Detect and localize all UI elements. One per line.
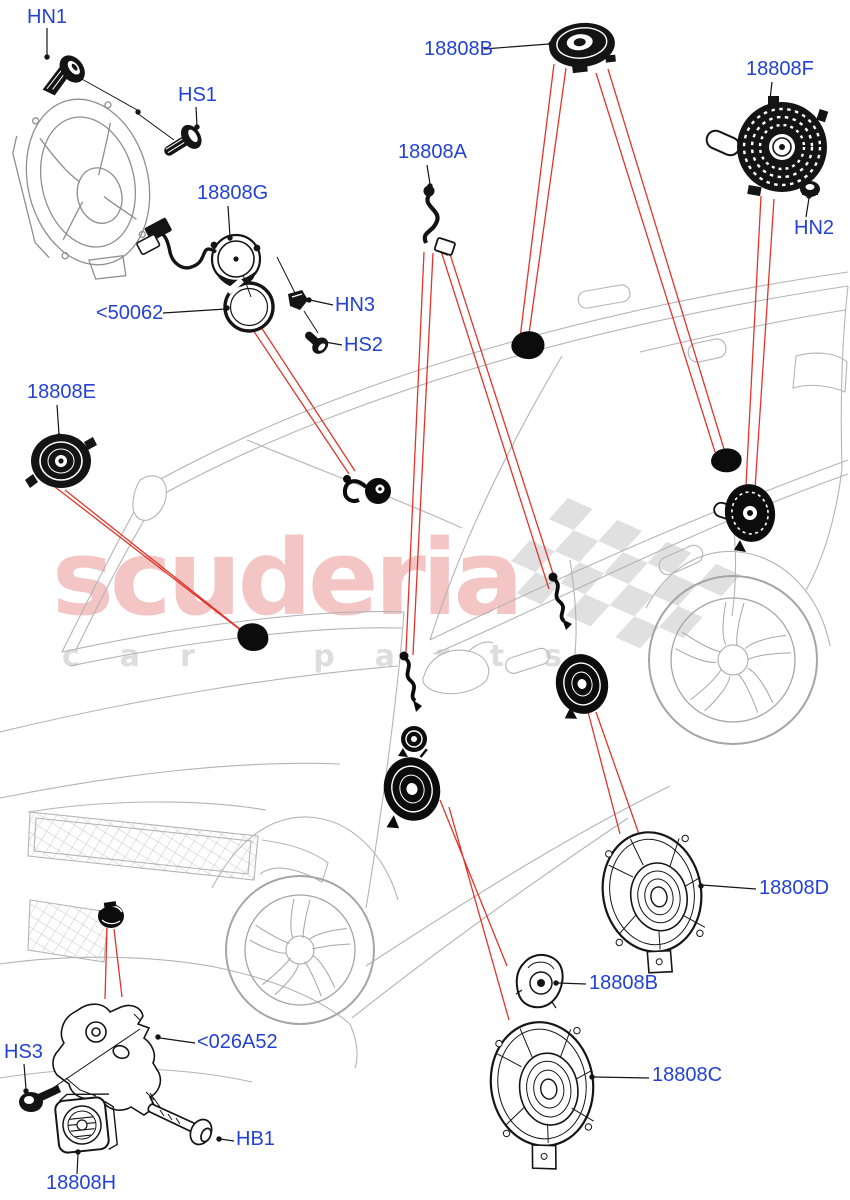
part-speaker-18808d bbox=[601, 831, 706, 974]
part-label-18808a[interactable]: 18808A bbox=[398, 141, 467, 163]
part-wiring-harness-18808a bbox=[422, 185, 456, 256]
part-label-026a52[interactable]: <026A52 bbox=[197, 1031, 278, 1053]
part-label-18808b-mid[interactable]: 18808B bbox=[589, 972, 658, 994]
part-clip-hn3 bbox=[288, 290, 308, 310]
part-label-hs2[interactable]: HS2 bbox=[344, 334, 383, 356]
part-label-18808b-top[interactable]: 18808B bbox=[424, 38, 493, 60]
part-speaker-18808e bbox=[25, 434, 97, 488]
part-label-hs1[interactable]: HS1 bbox=[178, 84, 217, 106]
part-nut-hn2 bbox=[800, 181, 820, 197]
part-label-50062[interactable]: <50062 bbox=[96, 302, 164, 324]
part-dash-tweeter-installed bbox=[342, 475, 391, 504]
front-wheel bbox=[225, 875, 375, 1025]
part-label-hn2[interactable]: HN2 bbox=[794, 217, 835, 239]
part-label-hn3[interactable]: HN3 bbox=[335, 294, 376, 316]
part-mounting-ring-50062 bbox=[223, 277, 275, 333]
part-apillar-harness-installed bbox=[399, 651, 422, 712]
part-subwoofer-speaker bbox=[12, 98, 151, 280]
part-speaker-assembly-18808f bbox=[705, 96, 829, 197]
part-door-tweeter-installed bbox=[398, 726, 427, 757]
part-bumper-speaker-installed bbox=[98, 901, 124, 928]
part-roof-speaker-installed-rear bbox=[711, 448, 742, 473]
part-label-18808h[interactable]: 18808H bbox=[46, 1172, 117, 1194]
part-screw-hs1 bbox=[164, 124, 202, 156]
part-dash-speaker-installed bbox=[237, 623, 269, 651]
part-tweeter-18808b bbox=[515, 954, 564, 1009]
part-push-pin-hn1 bbox=[42, 55, 85, 96]
car-outline bbox=[0, 271, 849, 1083]
part-tweeter-18808g bbox=[136, 217, 262, 288]
part-label-18808c[interactable]: 18808C bbox=[652, 1064, 723, 1086]
part-speaker-18808h bbox=[54, 1093, 118, 1154]
part-bolt-hb1 bbox=[147, 1103, 213, 1146]
part-bracket-026a52 bbox=[52, 1003, 162, 1116]
rear-wheel bbox=[648, 575, 818, 745]
part-bpillar-harness-installed bbox=[548, 572, 572, 630]
part-front-door-speaker-installed bbox=[383, 748, 441, 829]
part-screw-hs2 bbox=[305, 331, 329, 354]
leader-dots bbox=[23, 41, 812, 1155]
part-label-hn1[interactable]: HN1 bbox=[27, 6, 68, 28]
red-callout-lines bbox=[54, 63, 775, 1021]
part-label-hs3[interactable]: HS3 bbox=[4, 1041, 43, 1063]
part-quarter-speaker-installed bbox=[713, 484, 776, 552]
part-label-hb1[interactable]: HB1 bbox=[236, 1128, 275, 1150]
part-roof-speaker-installed-front bbox=[511, 331, 545, 360]
checkered-flag-watermark bbox=[511, 498, 741, 649]
part-speaker-18808b-top bbox=[549, 22, 616, 74]
part-label-18808e[interactable]: 18808E bbox=[27, 381, 96, 403]
part-bolt-hs3 bbox=[19, 1085, 61, 1112]
part-label-18808f[interactable]: 18808F bbox=[746, 58, 814, 80]
part-speaker-18808c bbox=[489, 1021, 595, 1170]
part-rear-door-speaker-installed bbox=[555, 654, 609, 719]
part-label-18808g[interactable]: 18808G bbox=[197, 182, 269, 204]
black-leader-lines bbox=[23, 28, 810, 1175]
part-label-18808d[interactable]: 18808D bbox=[759, 877, 830, 899]
